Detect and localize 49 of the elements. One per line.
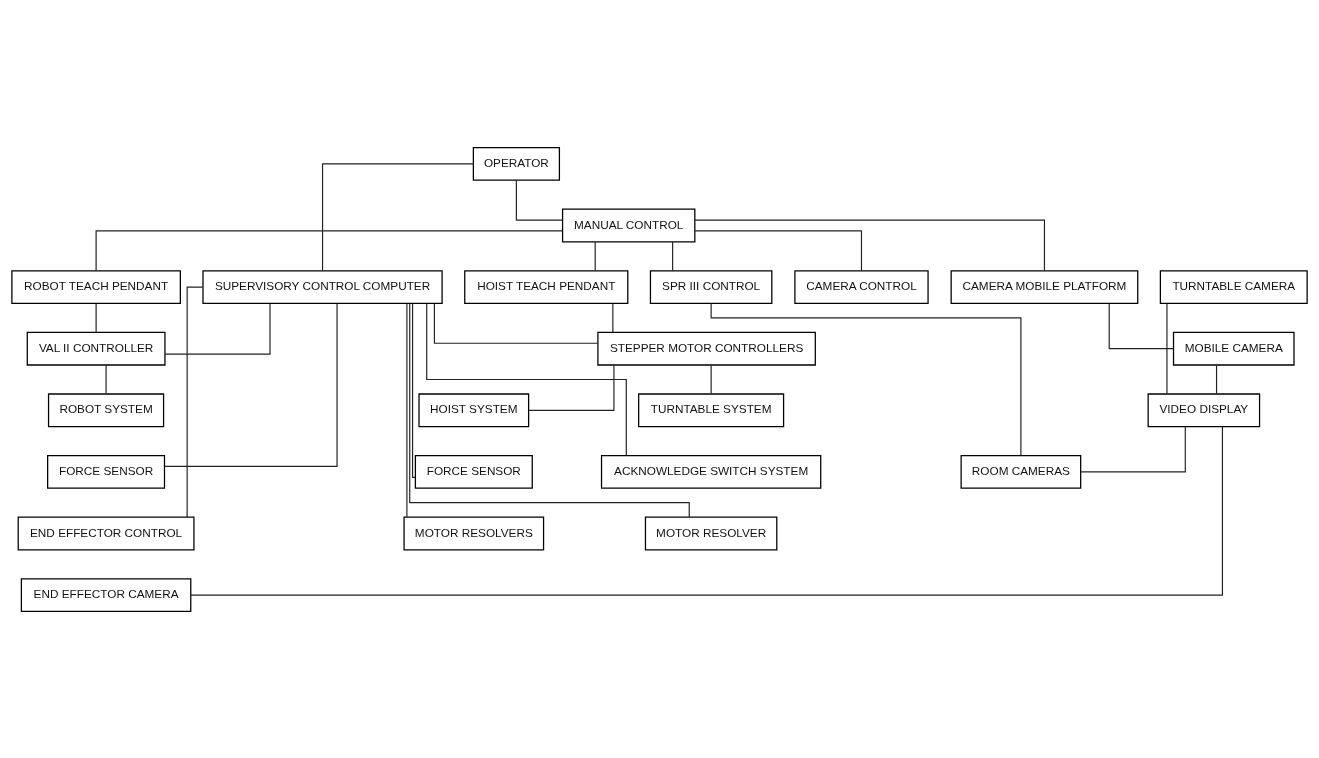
node-box: ROBOT TEACH PENDANT <box>11 269 181 304</box>
node-box: HOIST SYSTEM <box>418 392 530 427</box>
connector <box>594 240 596 271</box>
connector <box>528 364 615 411</box>
node-box: MOBILE CAMERA <box>1172 331 1295 366</box>
node-box: MOTOR RESOLVERS <box>403 516 545 550</box>
node-box: FORCE SENSOR <box>414 454 533 489</box>
node-box: ROBOT SYSTEM <box>47 392 165 427</box>
connector <box>710 302 1022 456</box>
node-box: OPERATOR <box>472 146 561 181</box>
node-box: VIDEO DISPLAY <box>1147 392 1261 427</box>
connector <box>433 302 599 344</box>
connector <box>1166 302 1168 394</box>
node-box: MANUAL CONTROL <box>561 208 696 242</box>
connector <box>105 364 107 394</box>
connector <box>164 302 338 467</box>
connector <box>164 302 271 355</box>
node-box: ROOM CAMERAS <box>960 454 1082 489</box>
connector <box>672 240 674 271</box>
connector <box>694 229 863 271</box>
node-box: VAL II CONTROLLER <box>26 331 166 366</box>
node-box: SPR III CONTROL <box>649 269 773 304</box>
connector <box>95 302 97 333</box>
connector <box>426 302 627 456</box>
node-box: TURNTABLE SYSTEM <box>638 392 785 427</box>
node-box: CAMERA CONTROL <box>794 269 929 304</box>
node-box: CAMERA MOBILE PLATFORM <box>950 269 1139 304</box>
connector <box>612 302 614 333</box>
connector <box>1215 364 1218 394</box>
connector <box>515 179 563 221</box>
connector <box>406 302 408 518</box>
connector <box>409 302 690 518</box>
connector <box>1108 302 1174 349</box>
node-box: STEPPER MOTOR CONTROLLERS <box>597 331 816 366</box>
connector <box>1080 425 1186 472</box>
connector <box>95 229 563 271</box>
connector <box>190 425 1224 596</box>
node-box: TURNTABLE CAMERA <box>1159 269 1308 304</box>
connector <box>694 219 1046 271</box>
node-box: SUPERVISORY CONTROL COMPUTER <box>202 269 443 304</box>
node-box: HOIST TEACH PENDANT <box>464 269 629 304</box>
connector <box>412 302 416 478</box>
node-box: END EFFECTOR CAMERA <box>20 577 192 612</box>
node-box: END EFFECTOR CONTROL <box>17 516 195 550</box>
connector <box>321 162 474 271</box>
node-box: ACKNOWLEDGE SWITCH SYSTEM <box>600 454 822 489</box>
node-box: MOTOR RESOLVER <box>644 516 778 550</box>
node-box: FORCE SENSOR <box>47 454 166 489</box>
connector <box>710 364 712 394</box>
